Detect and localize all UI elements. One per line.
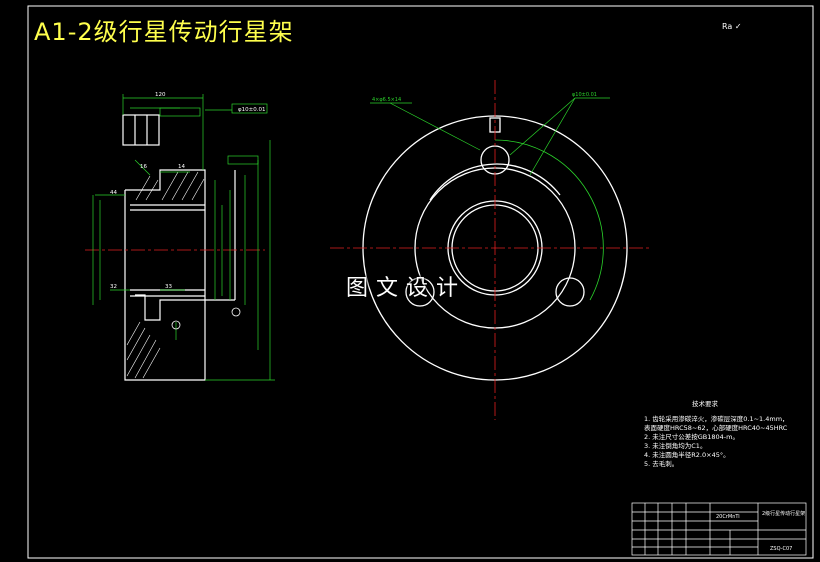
tech-req-item: 5. 去毛刺。 (644, 460, 679, 468)
section-dimensions (92, 94, 275, 381)
drawing-title: A1-2级行星传动行星架 (34, 18, 294, 46)
sheet-border (27, 5, 814, 559)
datum-circle-2 (171, 320, 181, 330)
section-view (122, 114, 236, 381)
dim-label-tolerance: φ10±0.01 (238, 107, 265, 113)
planet-hole-left (405, 277, 435, 307)
planet-hole-right (555, 277, 585, 307)
title-block-text: 20CrMnTi 2级行星传动行星架 ZSQ-C07 (716, 510, 805, 552)
tech-req-item: 表面硬度HRC58~62，心部硬度HRC40~45HRC (644, 424, 788, 432)
material-label: 20CrMnTi (716, 514, 740, 520)
tolerance-callout: φ10±0.01 (572, 92, 597, 98)
front-view-leaders (370, 97, 610, 176)
dim-label-16: 16 (140, 164, 147, 170)
tech-req-heading: 技术要求 (692, 400, 718, 408)
dim-label-32: 32 (110, 284, 117, 290)
section-hatching (126, 171, 205, 379)
dim-label-14: 14 (178, 164, 185, 170)
arc-top (429, 163, 561, 201)
tech-req-item: 2. 未注尺寸公差按GB1804-m。 (644, 433, 739, 441)
roughness-label: Ra (722, 22, 733, 31)
title-block (631, 502, 807, 556)
tech-req-item: 3. 未注倒角均为C1。 (644, 442, 707, 450)
front-view-labels: 4×φ6.5×14 φ10±0.01 (372, 92, 597, 103)
watermark-text: 图文设计 (346, 276, 467, 301)
surface-roughness-symbol: Ra ✓ (722, 22, 742, 31)
section-dimension-labels: 120 φ10±0.01 16 14 32 33 44 (110, 92, 265, 290)
dim-label-33: 33 (165, 284, 172, 290)
hole-callout: 4×φ6.5×14 (372, 97, 401, 103)
tech-req-item: 1. 齿轮采用渗碳淬火，渗碳层深度0.1~1.4mm， (644, 415, 789, 423)
part-name-label: 2级行星传动行星架 (762, 510, 805, 517)
check-icon: ✓ (732, 22, 742, 31)
dim-label-top: 120 (155, 92, 166, 98)
drawing-number-label: ZSQ-C07 (770, 546, 792, 552)
tech-req-item: 4. 未注圆角半径R2.0×45°。 (644, 451, 730, 459)
front-view-centerlines (330, 80, 650, 420)
pitch-circle-arc (494, 139, 604, 301)
datum-circle (231, 307, 241, 317)
dim-label-44: 44 (110, 190, 117, 196)
technical-requirements: 技术要求 1. 齿轮采用渗碳淬火，渗碳层深度0.1~1.4mm， 表面硬度HRC… (644, 400, 789, 469)
